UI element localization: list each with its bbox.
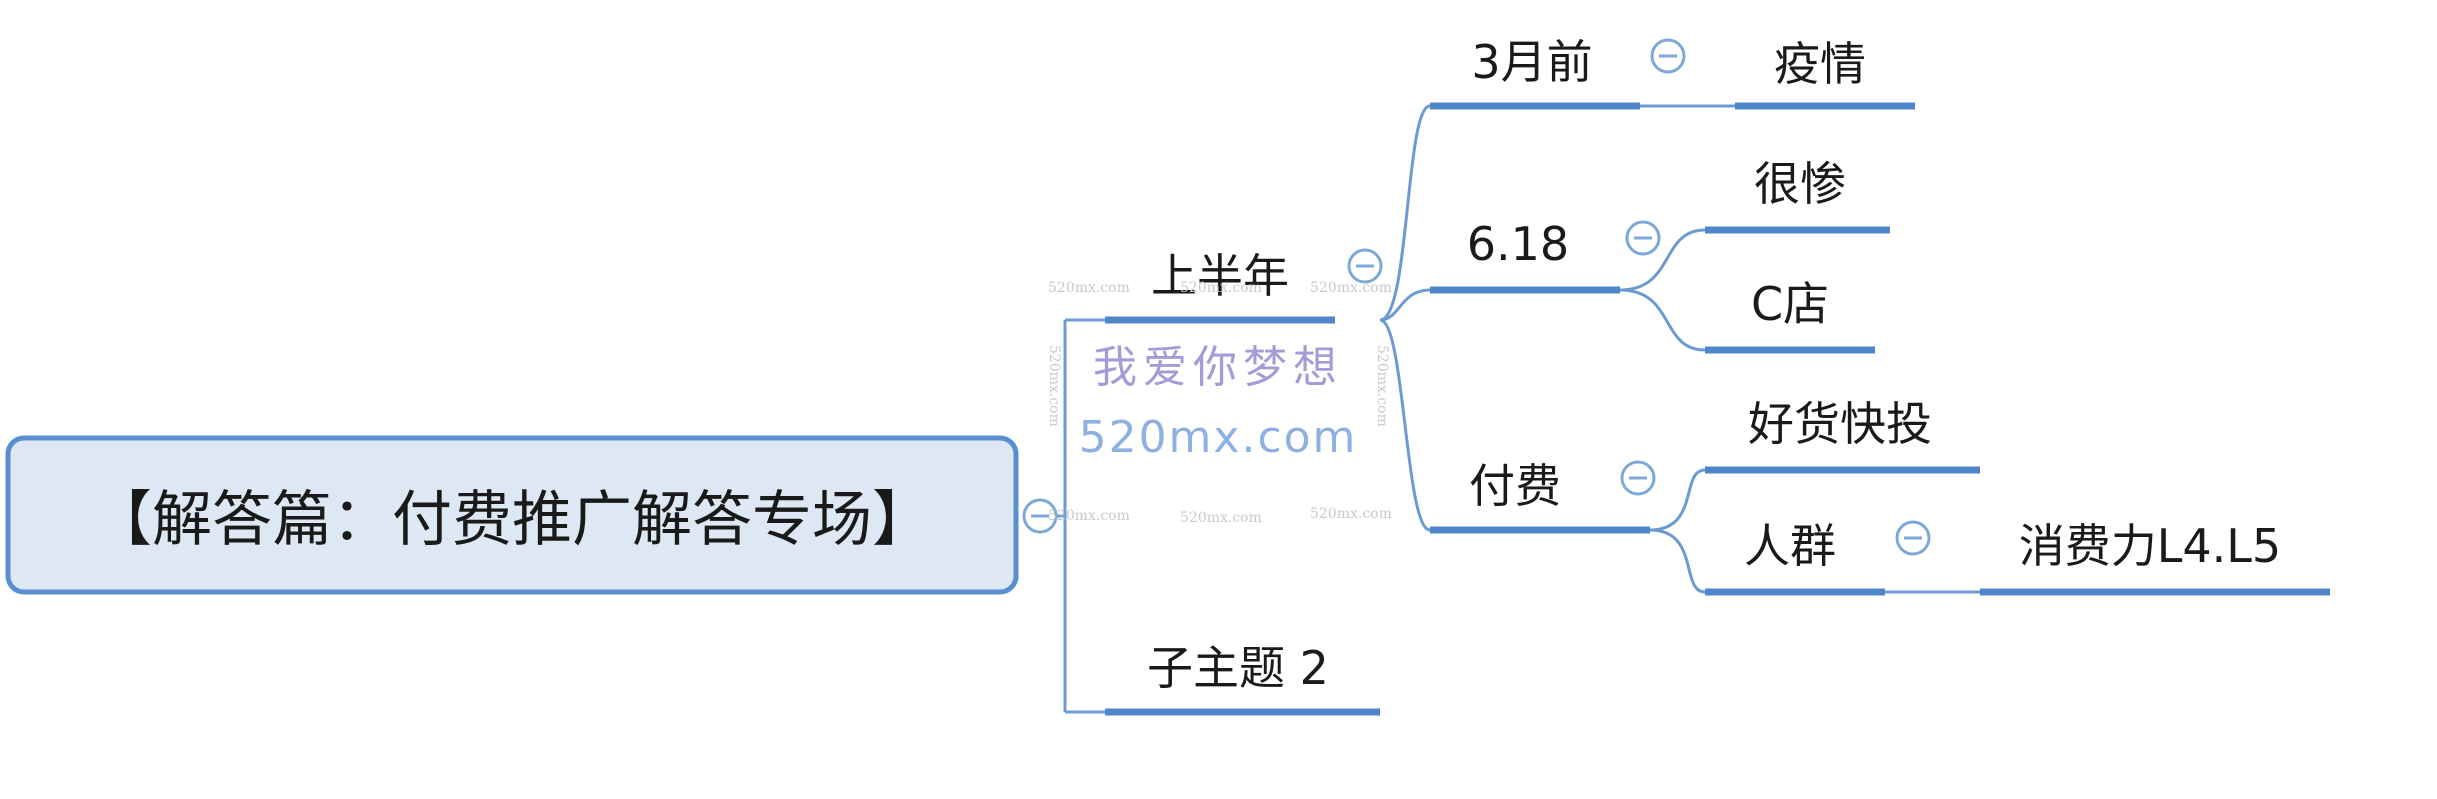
- topic-good-goods-fast-label: 好货快投: [1748, 397, 1932, 451]
- topic-very-bad[interactable]: 很惨: [1705, 157, 1890, 234]
- topic-before-march-label: 3月前: [1471, 35, 1592, 89]
- watermark-small-6: 520mx.com: [1310, 506, 1392, 522]
- topic-epidemic[interactable]: 疫情: [1735, 37, 1915, 110]
- connector-first-half-to-paid: [1379, 318, 1431, 532]
- topic-first-half[interactable]: 上半年: [1105, 249, 1335, 324]
- topic-first-half-label: 上半年: [1151, 249, 1289, 303]
- topic-spending-power[interactable]: 消费力L4.L5: [1980, 519, 2330, 596]
- crowd-collapse-icon[interactable]: [1895, 520, 1931, 556]
- connector-618-to-very-bad: [1619, 228, 1706, 292]
- watermark-small-1: 520mx.com: [1048, 280, 1130, 296]
- topic-c-store-label: C店: [1751, 277, 1829, 331]
- root-node-label: 【解答篇：付费推广解答专场】: [92, 485, 932, 555]
- topic-epidemic-label: 疫情: [1774, 37, 1866, 91]
- paid-collapse-icon[interactable]: [1620, 460, 1656, 496]
- topic-good-goods-fast[interactable]: 好货快投: [1705, 397, 1980, 474]
- topic-paid[interactable]: 付费: [1430, 459, 1650, 534]
- watermark-small-4: 520mx.com: [1048, 508, 1130, 524]
- topic-618-label: 6.18: [1467, 217, 1569, 271]
- topic-crowd[interactable]: 人群: [1705, 519, 1885, 596]
- watermark: 我爱你梦想 520mx.com 520mx.com 520mx.com 520m…: [1046, 280, 1392, 526]
- topic-subtopic2-label: 子主题 2: [1147, 641, 1329, 695]
- watermark-small-3: 520mx.com: [1310, 280, 1392, 296]
- 618-collapse-icon[interactable]: [1625, 220, 1661, 256]
- connector-first-half-to-before-march: [1379, 104, 1431, 322]
- watermark-small-vertical-2: 520mx.com: [1374, 345, 1390, 427]
- first-half-collapse-icon[interactable]: [1347, 248, 1383, 284]
- connectors: [1030, 104, 1980, 714]
- topic-subtopic2[interactable]: 子主题 2: [1105, 641, 1380, 716]
- topic-before-march[interactable]: 3月前: [1430, 35, 1640, 110]
- topic-crowd-label: 人群: [1744, 519, 1836, 573]
- watermark-small-vertical-1: 520mx.com: [1046, 345, 1062, 427]
- topic-paid-label: 付费: [1469, 459, 1561, 513]
- topic-very-bad-label: 很惨: [1754, 157, 1846, 211]
- connector-first-half-to-618: [1379, 288, 1431, 322]
- topic-spending-power-label: 消费力L4.L5: [2019, 519, 2281, 573]
- root-node-box[interactable]: [5, 435, 1019, 595]
- topic-c-store[interactable]: C店: [1705, 277, 1875, 354]
- before-march-collapse-icon[interactable]: [1650, 38, 1686, 74]
- watermark-small-5: 520mx.com: [1180, 510, 1262, 526]
- watermark-small-2: 520mx.com: [1180, 280, 1262, 296]
- watermark-url-text: 520mx.com: [1079, 412, 1358, 463]
- connector-paid-to-crowd: [1649, 528, 1706, 594]
- root-collapse-icon[interactable]: [1022, 498, 1058, 534]
- root-node[interactable]: 【解答篇：付费推广解答专场】: [5, 435, 1019, 595]
- topic-618[interactable]: 6.18: [1430, 217, 1620, 294]
- connector-paid-to-good-goods: [1649, 468, 1706, 532]
- watermark-cn-text: 我爱你梦想: [1093, 342, 1343, 393]
- connector-618-to-c-store: [1619, 288, 1706, 352]
